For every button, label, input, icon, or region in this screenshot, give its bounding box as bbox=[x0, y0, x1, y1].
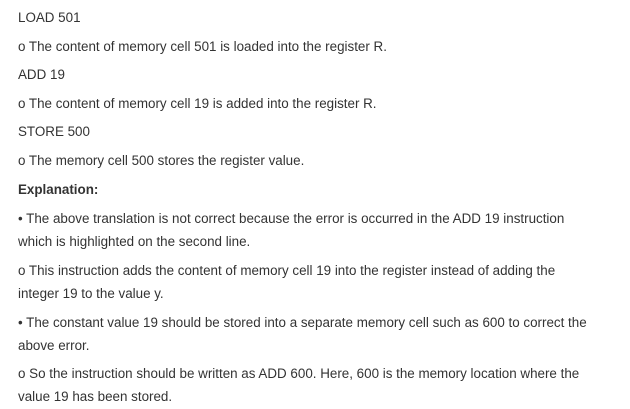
instruction-add-description: o The content of memory cell 19 is added… bbox=[18, 96, 377, 111]
instruction-add: ADD 19 bbox=[18, 67, 65, 82]
explanation-point-1-line-1: • The above translation is not correct b… bbox=[18, 211, 565, 226]
instruction-store: STORE 500 bbox=[18, 124, 90, 139]
explanation-point-2-line-2: integer 19 to the value y. bbox=[18, 286, 164, 301]
instruction-store-description: o The memory cell 500 stores the registe… bbox=[18, 153, 305, 168]
explanation-point-1-line-2: which is highlighted on the second line. bbox=[18, 234, 251, 249]
explanation-point-3-line-1: • The constant value 19 should be stored… bbox=[18, 315, 587, 330]
instruction-load: LOAD 501 bbox=[18, 10, 81, 25]
explanation-point-3-line-2: above error. bbox=[18, 338, 90, 353]
explanation-point-4-line-1: o So the instruction should be written a… bbox=[18, 366, 580, 381]
instruction-load-description: o The content of memory cell 501 is load… bbox=[18, 39, 387, 54]
explanation-point-2-line-1: o This instruction adds the content of m… bbox=[18, 263, 556, 278]
explanation-point-4-line-2: value 19 has been stored. bbox=[18, 389, 173, 404]
explanation-heading: Explanation: bbox=[18, 182, 99, 197]
